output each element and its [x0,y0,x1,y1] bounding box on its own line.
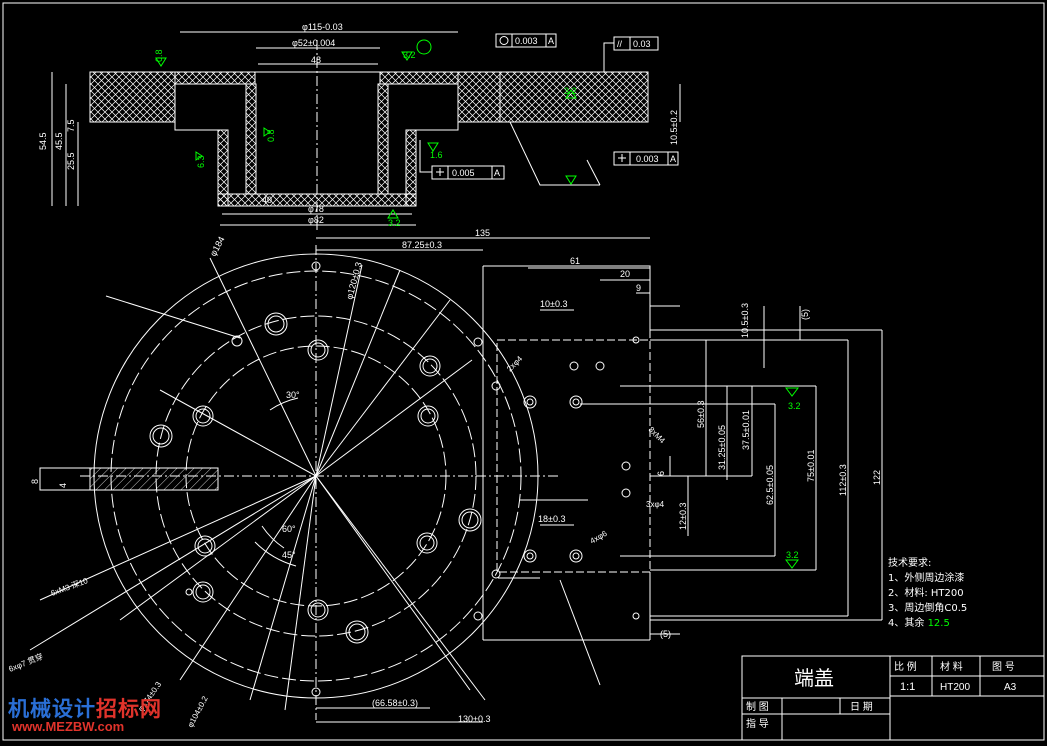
tol1-value: 0.003 [515,36,538,46]
dim-phi184: φ184 [208,235,227,258]
rough-plan-a: 3.2 [788,401,801,411]
tol1-datum: A [548,36,554,46]
dim-135: 135 [475,228,490,238]
dim-130: 130±0.3 [458,714,490,724]
plan-dimensions: 135 87.25±0.3 61 20 9 10±0.3 10.5±0.3 (5… [30,228,882,724]
dim-25-5: 25.5 [66,152,76,170]
dim-phi104: φ104±0.2 [186,694,210,729]
rough-0-8-b: 0.8 [266,129,276,142]
note-6xm3: 6xM3 深10 [50,576,90,598]
watermark-text-a: 机械设计 [8,697,96,721]
dim-10: 10±0.3 [540,299,567,309]
scale-label: 比 例 [894,660,917,673]
tolerance-text: 0.003 A // 0.03 0.003 A 0.005 A [452,36,676,178]
dim-5-bottom: (5) [660,629,671,639]
dim-9: 9 [636,283,641,293]
dim-20: 20 [620,269,630,279]
dim-54-5: 54.5 [38,132,48,150]
watermark-text-b: 招标网 [96,697,162,721]
plan-view [29,237,883,723]
dim-8: 8 [30,479,40,484]
section-roughness: 0.8 3.2 0.8 6.3 1.6 3.2 3.2 [154,39,577,228]
tol4-datum: A [494,168,500,178]
dim-66-58: (66.58±0.3) [372,698,418,708]
tol4-value: 0.005 [452,168,475,178]
rough-3-2-b: 3.2 [388,218,401,228]
dim-phi52: φ52±0.004 [292,38,335,48]
tol2-value: 0.03 [633,39,651,49]
dim-56: 56±0.3 [696,401,706,428]
tech-item-4: 4、其余 12.5 [888,616,967,631]
part-name: 端盖 [794,667,834,690]
dim-48: 48 [311,55,321,65]
tol3-datum: A [670,154,676,164]
dim-phi120: φ120±0.3 [344,261,364,301]
dim-7-5: 7.5 [66,119,76,132]
section-dimensions: φ115-0.03 φ52±0.004 48 φ78 φ82 40 54.5 4… [38,22,679,225]
rough-3-2-a: 3.2 [403,50,416,60]
dim-112: 112±0.3 [838,464,848,496]
tech-item-2: 2、材料: HT200 [888,588,964,599]
angle-60: 60° [282,524,296,534]
dim-10-5: 10.5±0.3 [740,303,750,338]
tech-rough-rest: 12.5 [927,618,950,629]
plan-roughness: 3.2 3.2 [785,387,801,569]
material-label: 材 料 [940,660,963,673]
tech-item-1: 1、外侧周边涂漆 [888,573,965,584]
tech-item-3: 3、周边倒角C0.5 [888,603,968,614]
note-2xphi4: 2xφ4 [505,354,525,374]
angle-45: 45° [282,550,296,560]
angle-30: 30° [286,390,300,400]
date-label: 日 期 [850,701,873,713]
dim-phi82: φ82 [308,215,324,225]
dim-62-5: 62.5±0.05 [765,465,775,505]
dim-31-25: 31.25±0.05 [717,425,727,470]
dim-10-5: 10.5±0.2 [669,110,679,145]
dim-122: 122 [872,470,882,485]
section-view [51,31,681,230]
drawn-label: 制 图 [746,700,769,713]
dim-5-top: (5) [800,309,810,320]
tolerance-frames [419,33,679,180]
tol3-value: 0.003 [636,154,659,164]
rough-3-2-c: 3.2 [564,86,577,96]
scale-value: 1:1 [900,681,915,693]
plan-holes [149,261,640,697]
rough-0-8-a: 0.8 [154,49,164,62]
tech-item-4-text: 4、其余 [888,618,925,629]
title-block [741,655,1045,741]
dim-18: 18±0.3 [538,514,565,524]
note-3xphi4: 3xφ4 [646,500,665,509]
dim-6: 6 [656,471,666,476]
dim-61: 61 [570,256,580,266]
material-value: HT200 [940,682,970,693]
dim-75: 75±0.01 [806,450,816,482]
dim-12: 12±0.3 [678,503,688,530]
rough-1-6: 1.6 [430,150,443,160]
dim-37-5: 37.5±0.01 [741,410,751,450]
rough-plan-b: 3.2 [786,550,799,560]
drawing-no-label: 图 号 [992,661,1015,673]
note-6xphi7: 6xφ7 贯穿 [7,651,44,674]
watermark-logo: 机械设计招标网 [8,693,162,723]
plan-notes: 2xφ4 8xM4 4xφ6 3xφ4 6xM3 深10 6xφ7 贯穿 φ17… [7,354,667,729]
dim-40: 40 [262,195,272,205]
sheet-value: A3 [1004,682,1017,693]
tol2-symbol: // [617,39,623,49]
technical-requirements: 技术要求: 1、外侧周边涂漆 2、材料: HT200 3、周边倒角C0.5 4、… [888,556,967,631]
watermark-url: www.MEZBW.com [12,719,125,734]
title-block-text: 端盖 比 例 材 料 图 号 1:1 HT200 A3 制 图 指 导 日 期 [746,660,1017,730]
checked-label: 指 导 [746,717,769,730]
dim-phi78: φ78 [308,204,324,214]
rough-6-3: 6.3 [196,155,206,168]
dim-87-25: 87.25±0.3 [402,240,442,250]
tech-title: 技术要求: [888,558,932,569]
note-4xphi6: 4xφ6 [589,529,610,546]
dim-45-5: 45.5 [54,132,64,150]
dim-phi115: φ115-0.03 [302,22,343,32]
dim-4: 4 [58,483,68,488]
